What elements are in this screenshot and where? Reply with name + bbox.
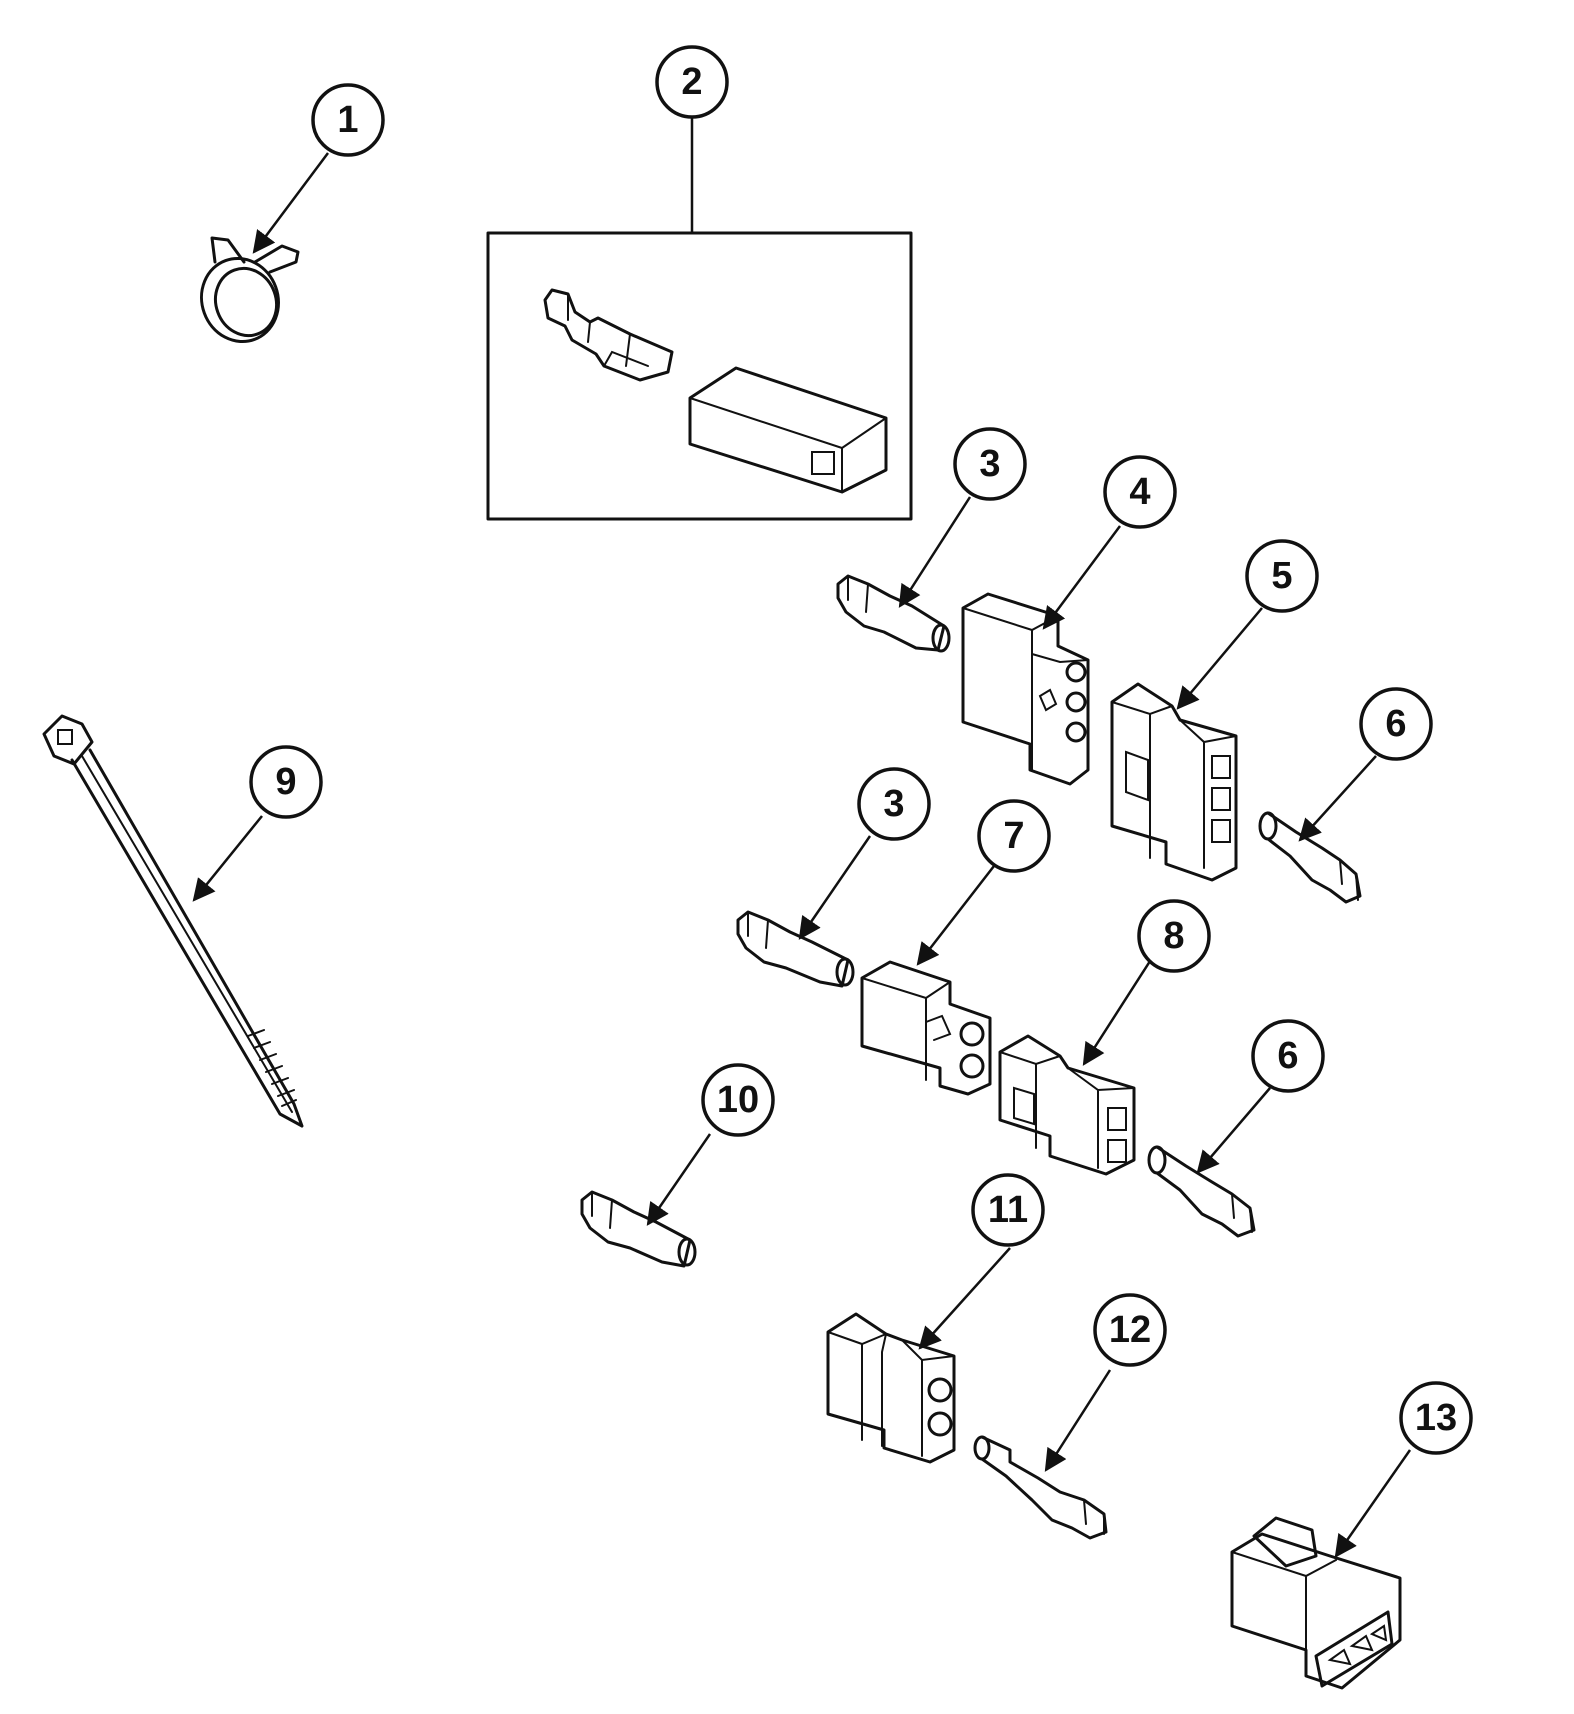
part-2-kit (486, 231, 913, 521)
callout-13-label: 13 (1415, 1397, 1457, 1439)
callout-1-label: 1 (337, 99, 358, 141)
part-9-cable-tie (42, 714, 304, 1128)
callout-13: 13 (1399, 1381, 1473, 1455)
callout-10: 10 (701, 1063, 775, 1137)
callout-3-top: 3 (953, 427, 1027, 501)
callout-2-label: 2 (681, 61, 702, 103)
callout-9-label: 9 (275, 761, 296, 803)
callout-1: 1 (311, 83, 385, 157)
callout-7: 7 (977, 799, 1051, 873)
part-7-housing (860, 960, 992, 1096)
callout-6-top-label: 6 (1385, 703, 1406, 745)
callout-6-mid-label: 6 (1277, 1035, 1298, 1077)
part-6-terminal-mid (1147, 1145, 1256, 1238)
part-3-terminal-top (836, 574, 951, 653)
leader-lines (192, 118, 1412, 1558)
callout-2: 2 (655, 45, 729, 119)
callout-3-mid-label: 3 (883, 783, 904, 825)
callout-10-label: 10 (717, 1079, 759, 1121)
callout-3-mid: 3 (857, 767, 931, 841)
part-13-connector (1230, 1516, 1402, 1690)
callout-4: 4 (1103, 455, 1177, 529)
part-6-terminal-top (1258, 811, 1362, 904)
callout-6-top: 6 (1359, 687, 1433, 761)
callout-6-mid: 6 (1251, 1019, 1325, 1093)
callout-5: 5 (1245, 539, 1319, 613)
part-8-receptacle (998, 1034, 1136, 1176)
callout-3-top-label: 3 (979, 443, 1000, 485)
callout-11-label: 11 (988, 1189, 1028, 1231)
callout-12-label: 12 (1109, 1309, 1151, 1351)
part-4-housing (961, 592, 1090, 786)
part-11-housing (826, 1312, 956, 1464)
callout-9: 9 (249, 745, 323, 819)
part-10-terminal (580, 1190, 697, 1268)
part-3-terminal-mid (736, 910, 855, 988)
callout-12: 12 (1093, 1293, 1167, 1367)
part-1-clamp (200, 236, 300, 344)
callout-7-label: 7 (1003, 815, 1024, 857)
part-12-terminal (973, 1435, 1108, 1540)
callout-8: 8 (1137, 899, 1211, 973)
callout-8-label: 8 (1163, 915, 1184, 957)
part-5-receptacle (1110, 682, 1238, 882)
callout-11: 11 (971, 1173, 1045, 1247)
callout-4-label: 4 (1129, 471, 1150, 513)
callout-5-label: 5 (1271, 555, 1292, 597)
